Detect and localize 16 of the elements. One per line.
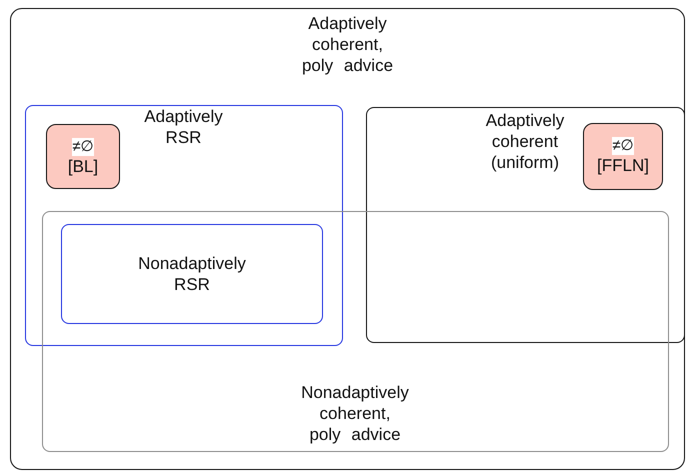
set-label: Nonadaptively coherent, poly advice xyxy=(300,382,410,444)
set-region xyxy=(366,106,684,342)
result-box xyxy=(583,123,663,190)
set-label: Adaptively coherent, poly advice xyxy=(300,13,394,76)
set-label: Nonadaptively RSR xyxy=(137,253,247,295)
math-symbol: ≠∅ xyxy=(612,137,634,155)
set-region xyxy=(24,104,342,346)
set-region xyxy=(42,210,668,452)
set-region xyxy=(10,8,685,470)
citation-label: [BL] xyxy=(68,156,98,177)
citation-label: [FFLN] xyxy=(597,155,649,176)
result-box xyxy=(46,124,120,189)
math-symbol: ≠∅ xyxy=(72,138,94,156)
set-region xyxy=(61,224,323,324)
set-label: Adaptively RSR xyxy=(143,106,224,148)
set-label: Adaptively coherent (uniform) xyxy=(484,110,566,172)
